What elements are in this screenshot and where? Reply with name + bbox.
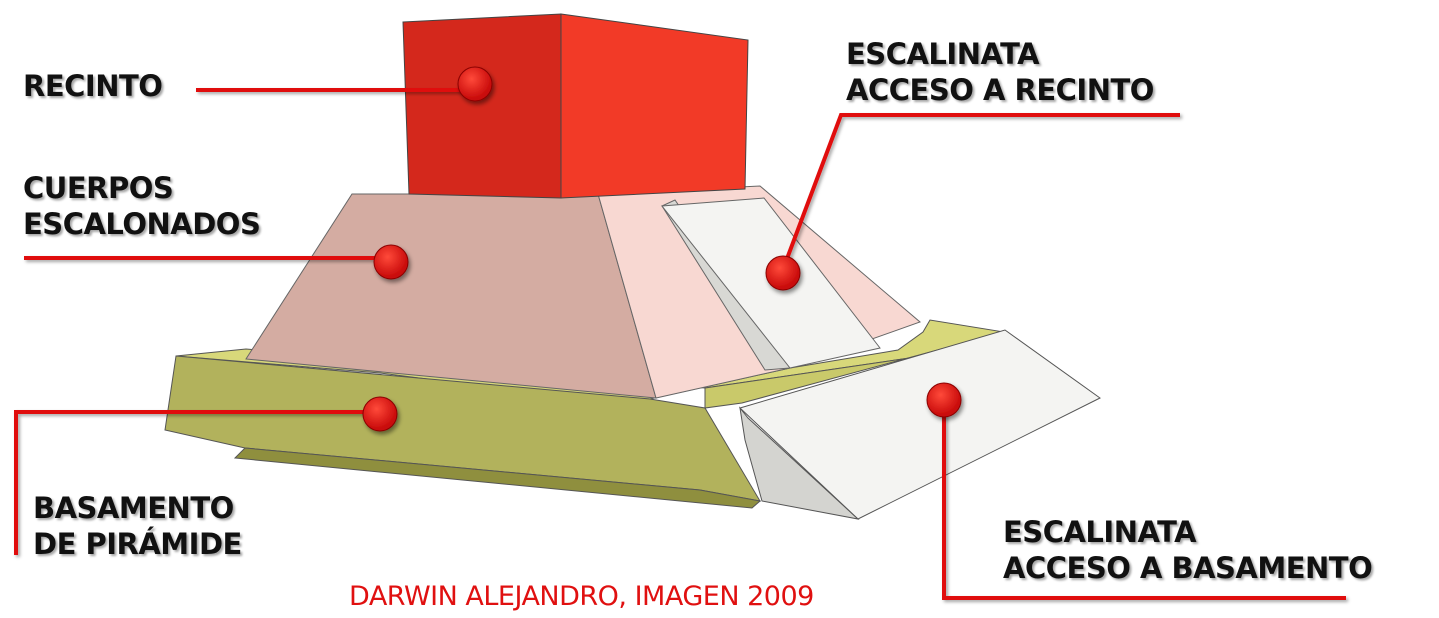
leader-lines (14, 88, 1346, 600)
basamento-leader-line (14, 410, 380, 555)
escalinata-recinto-leader-line (780, 113, 1180, 273)
basamento-label-line-1: BASAMENTO (33, 491, 234, 525)
escalinata-basamento-shape (739, 329, 1101, 520)
escalinata-basamento-label-line-1: ESCALINATA (1003, 515, 1197, 549)
escalinata-basamento-top (739, 329, 1101, 520)
cuerpos-label-line-2: ESCALONADOS (23, 207, 261, 241)
basamento-marker (362, 396, 398, 432)
recinto-front (402, 13, 562, 199)
cuerpos-label: CUERPOS ESCALONADOS (23, 170, 261, 242)
recinto-shape (402, 13, 749, 199)
escalinata-basamento-leader-line (942, 404, 1346, 600)
escalinata-recinto-label-line-1: ESCALINATA (846, 37, 1040, 71)
escalinata-basamento-marker (926, 382, 962, 418)
escalinata-recinto-marker (765, 255, 801, 291)
escalinata-basamento-label-line-2: ACCESO A BASAMENTO (1003, 551, 1373, 585)
escalinata-recinto-label-line-2: ACCESO A RECINTO (846, 73, 1154, 107)
escalinata-recinto-label: ESCALINATA ACCESO A RECINTO (846, 36, 1154, 108)
recinto-marker (457, 66, 493, 102)
cuerpos-marker (373, 244, 409, 280)
recinto-label-line: RECINTO (23, 69, 163, 103)
basamento-edge (233, 447, 762, 509)
basamento-label-line-2: DE PIRÁMIDE (33, 527, 242, 561)
recinto-side (560, 13, 749, 199)
image-credit: DARWIN ALEJANDRO, IMAGEN 2009 (349, 581, 814, 612)
marker-dots (362, 66, 962, 432)
escalinata-basamento-label: ESCALINATA ACCESO A BASAMENTO (1003, 514, 1373, 586)
cuerpos-label-line-1: CUERPOS (23, 171, 174, 205)
basamento-label: BASAMENTO DE PIRÁMIDE (33, 490, 242, 562)
recinto-label: RECINTO (23, 68, 163, 104)
escalinata-basamento-side (739, 406, 860, 520)
